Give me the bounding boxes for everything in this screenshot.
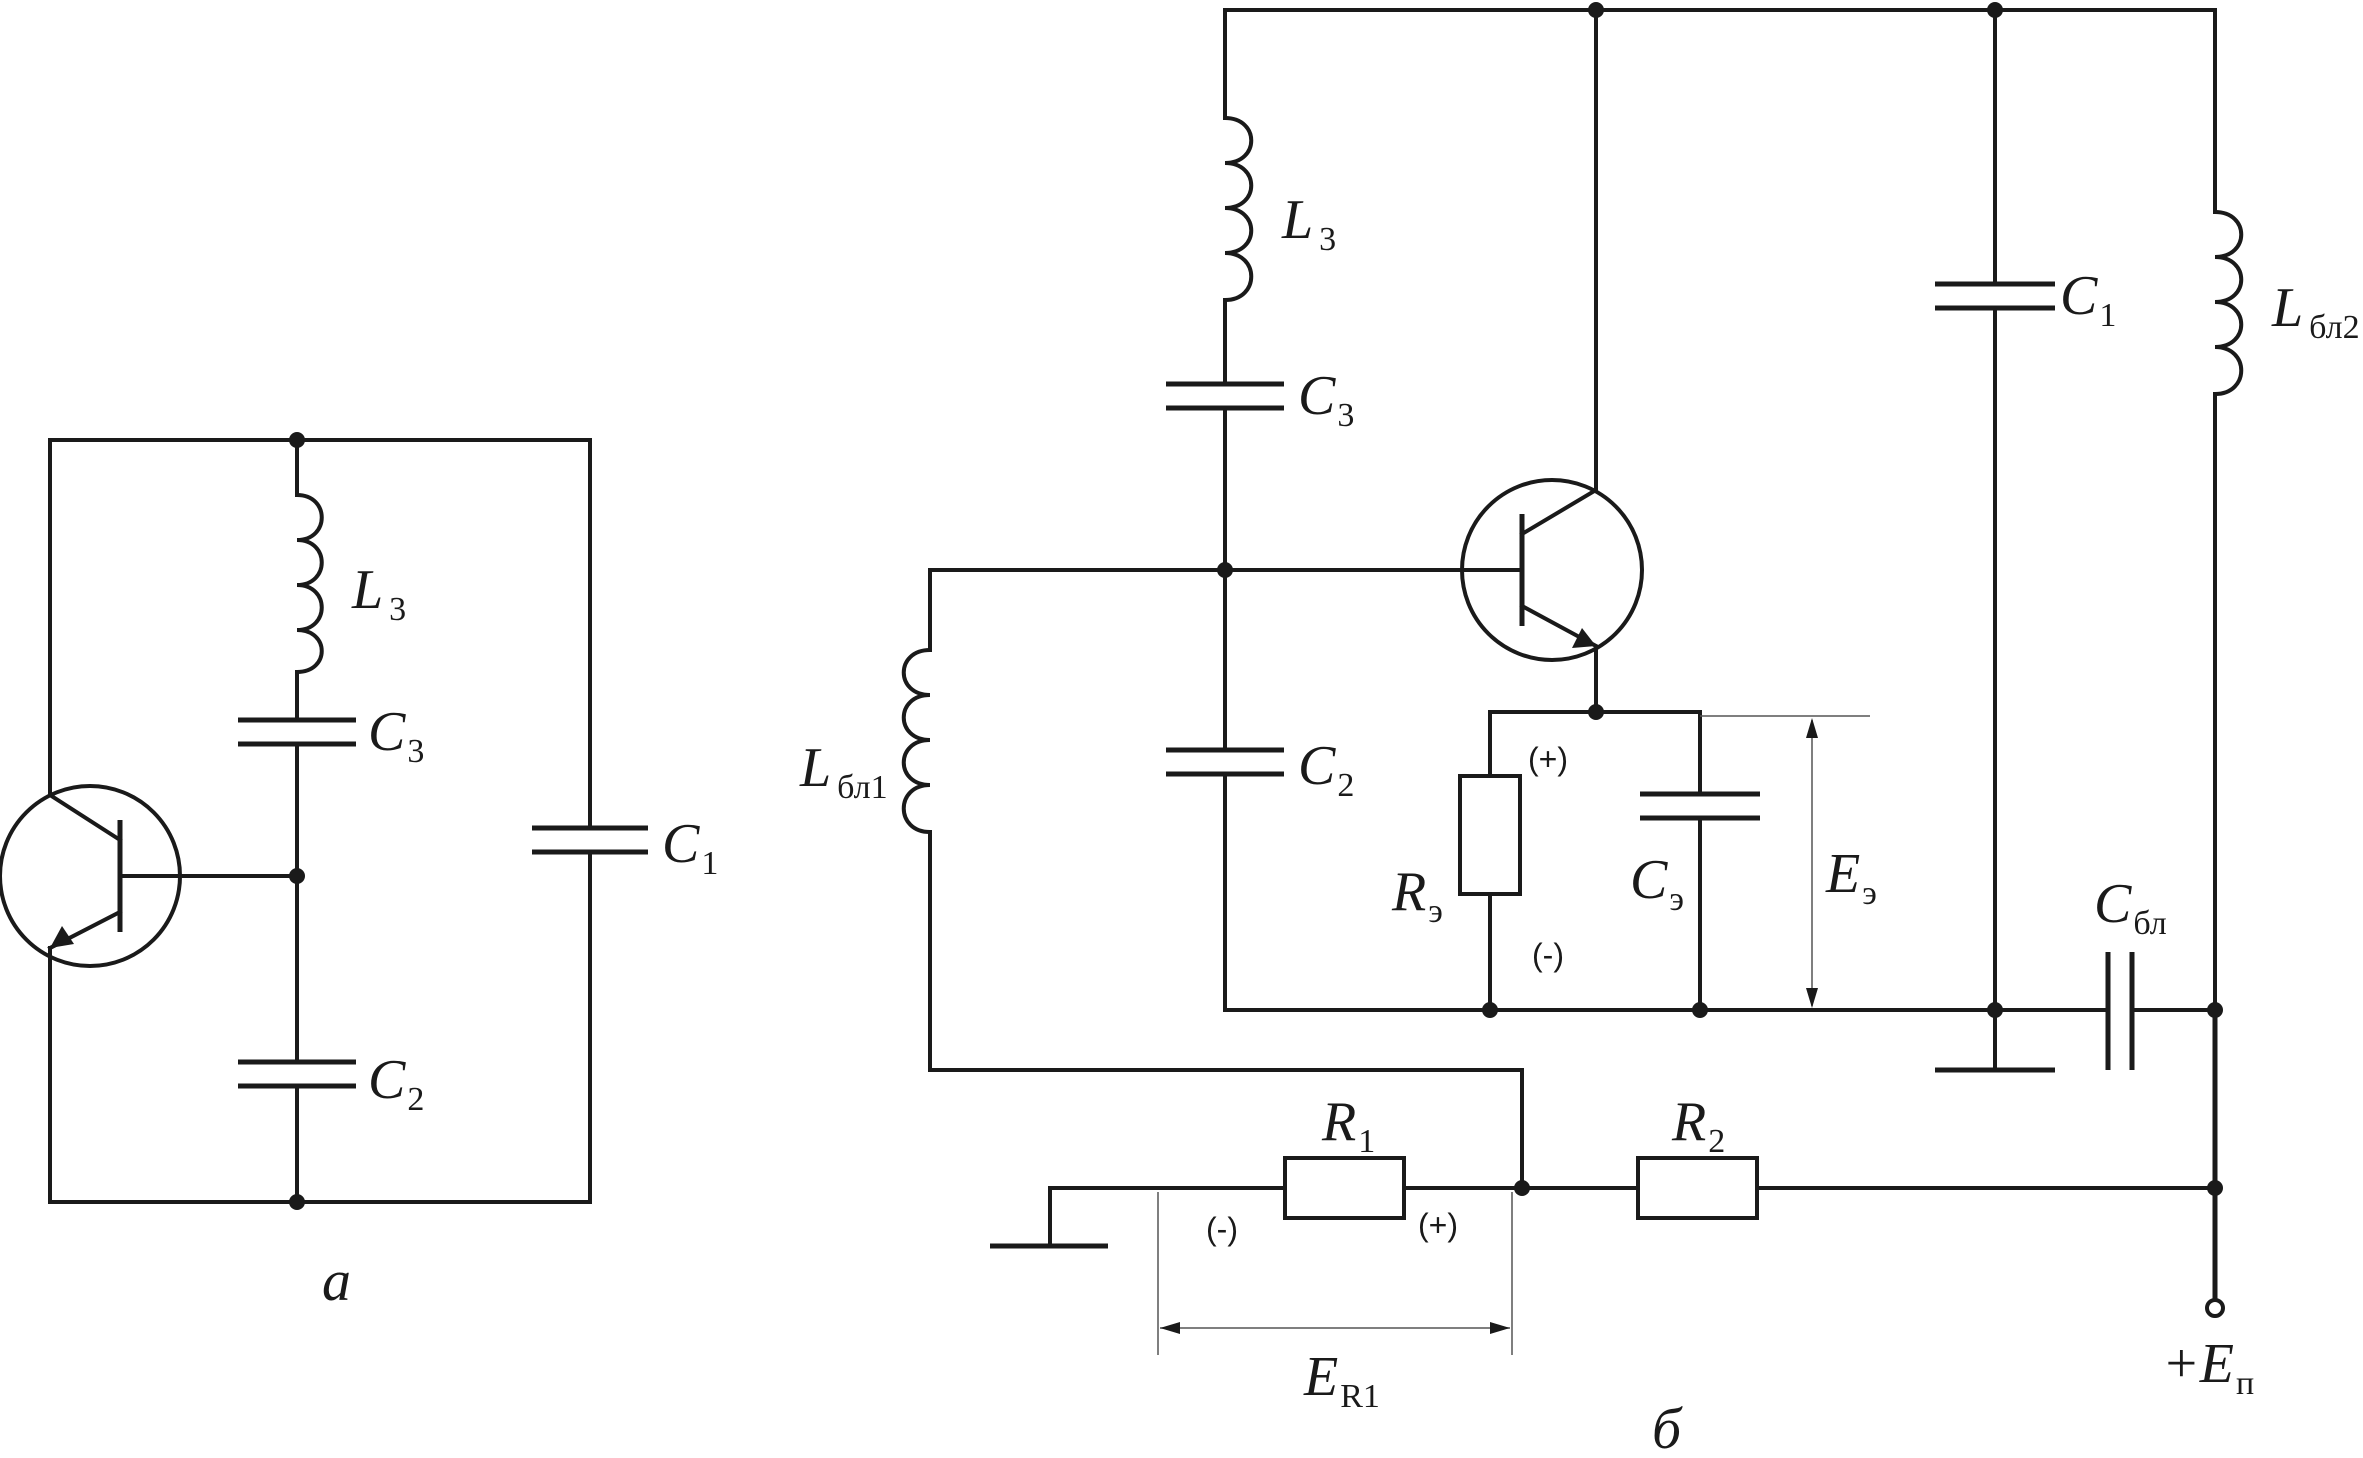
b-ee-arrow-top — [1806, 718, 1818, 738]
b-transistor-body — [1460, 478, 1644, 662]
a-junction-top — [289, 432, 305, 448]
b-resistor-R1 — [1283, 1156, 1406, 1220]
b-label-Cbl: Cбл — [2094, 873, 2167, 942]
a-emitter-arrow — [50, 926, 74, 948]
b-ee-arrow-bottom — [1806, 988, 1818, 1008]
b-label-R1: R1 — [1321, 1091, 1375, 1160]
b-er1-arrow-left — [1160, 1322, 1180, 1334]
b-capacitor-C1 — [1935, 281, 2055, 311]
b-junction-divider — [1514, 1180, 1530, 1196]
b-label-C3: C3 — [1298, 365, 1354, 434]
b-polarity-r1-plus: (+) — [1418, 1207, 1458, 1243]
a-capacitor-C2 — [238, 1059, 356, 1089]
b-label-Re: Rэ — [1391, 861, 1443, 930]
b-emitter-arrow — [1572, 628, 1596, 648]
a-junction-bottom — [289, 1194, 305, 1210]
b-label-Ep: +Eп — [2162, 1333, 2254, 1402]
a-label-C3: C3 — [368, 701, 424, 770]
a-junction-mid — [289, 868, 305, 884]
a-inductor-L3 — [294, 492, 324, 675]
b-capacitor-C2 — [1166, 747, 1284, 777]
b-inductor-Lbl1 — [901, 647, 933, 835]
b-er1-arrow-right — [1490, 1322, 1510, 1334]
a-capacitor-C3 — [238, 717, 356, 747]
a-label-C2: C2 — [368, 1049, 424, 1118]
b-polarity-re-plus: (+) — [1528, 741, 1568, 777]
b-resistor-R2 — [1636, 1156, 1759, 1220]
b-capacitor-Cbl — [2105, 952, 2135, 1070]
a-transistor-collector — [47, 792, 123, 843]
b-label-Ce: Cэ — [1630, 849, 1684, 918]
a-capacitor-C1 — [532, 825, 648, 855]
b-junction-emitter — [1588, 704, 1604, 720]
b-capacitor-Ce — [1640, 791, 1760, 821]
b-resistor-Re — [1458, 774, 1522, 896]
b-lbl1-wire — [928, 568, 1524, 1190]
b-capacitor-C3 — [1166, 381, 1284, 411]
b-label-Ee: Eэ — [1825, 843, 1877, 912]
a-caption: а — [322, 1248, 351, 1313]
b-label-C1: C1 — [2060, 265, 2116, 334]
b-caption: б — [1652, 1396, 1683, 1458]
b-label-C2: C2 — [1298, 735, 1354, 804]
b-junction-base — [1217, 562, 1233, 578]
b-label-R2: R2 — [1671, 1091, 1725, 1160]
b-supply-terminal — [2205, 1298, 2225, 1318]
a-label-C1: C1 — [662, 813, 718, 882]
b-inductor-L3 — [1222, 115, 1254, 303]
b-transistor-collector — [1519, 8, 1598, 537]
b-polarity-r1-minus: (-) — [1206, 1211, 1238, 1247]
b-inductor-Lbl2 — [2212, 209, 2244, 397]
b-junction-ce-bottom — [1692, 1002, 1708, 1018]
b-label-ER1: ER1 — [1303, 1346, 1380, 1415]
b-junction-re-bottom — [1482, 1002, 1498, 1018]
b-polarity-re-minus: (-) — [1532, 937, 1564, 973]
